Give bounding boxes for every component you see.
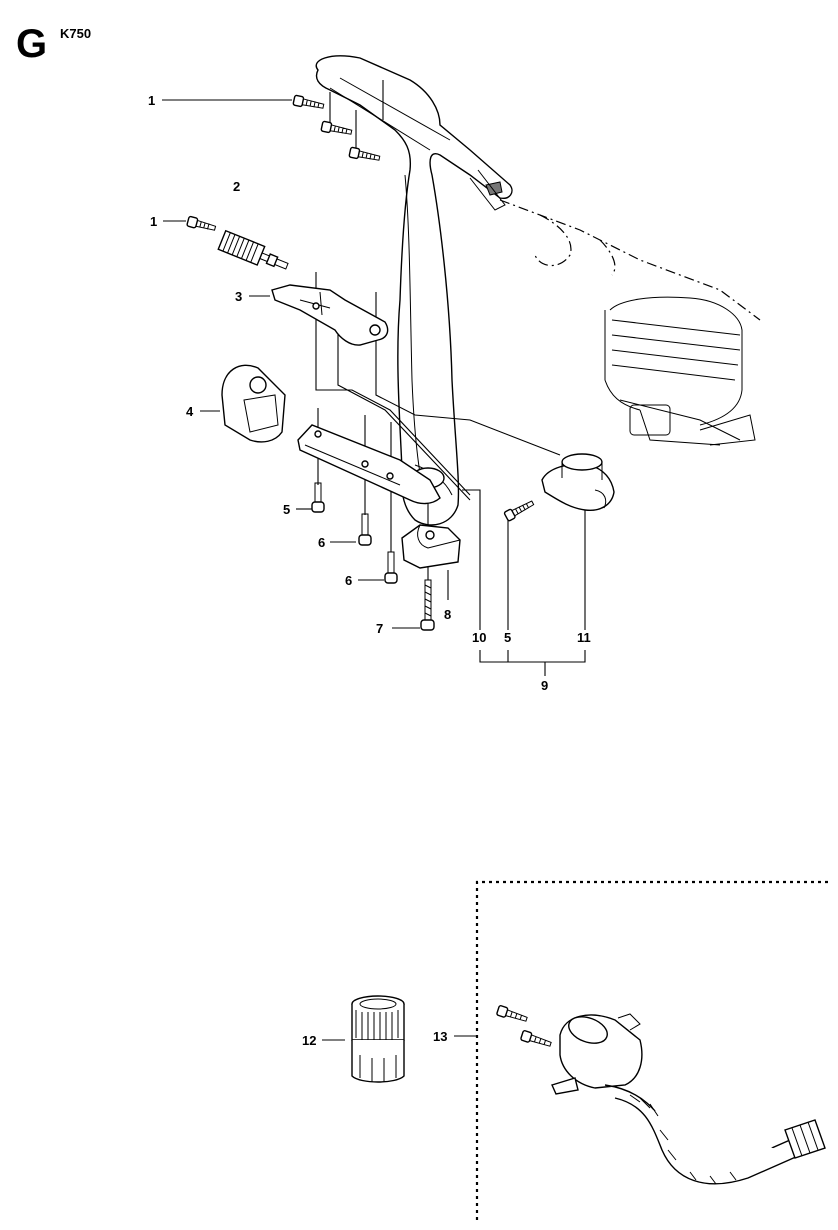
screw-icon [186, 94, 381, 231]
callout-5-right: 5 [504, 630, 511, 645]
callout-11: 11 [577, 630, 591, 645]
callout-5-left: 5 [283, 502, 290, 517]
lower-bracket-icon [297, 424, 441, 505]
rubber-damper-icon [401, 524, 461, 569]
callout-4: 4 [186, 404, 194, 419]
hose-coupling-icon [351, 995, 405, 1083]
screw-icon [311, 482, 435, 631]
section-letter: G [16, 22, 48, 66]
handle-sleeve-icon [503, 453, 615, 522]
callout-13: 13 [433, 1029, 447, 1044]
water-kit-inset-box [475, 880, 830, 1220]
callout-6-lower: 6 [345, 573, 352, 588]
callout-3: 3 [235, 289, 242, 304]
callout-8: 8 [444, 607, 451, 622]
model-number: K750 [60, 26, 92, 41]
callout-7: 7 [376, 621, 383, 636]
callout-1-spring: 1 [150, 214, 157, 229]
callout-2: 2 [233, 179, 240, 194]
spring-icon [217, 229, 289, 270]
callout-9: 9 [541, 678, 548, 693]
engine-outline [499, 199, 761, 446]
callout-12: 12 [302, 1033, 316, 1048]
water-hose-icon [496, 1005, 826, 1185]
callout-6-upper: 6 [318, 535, 325, 550]
callout-10: 10 [472, 630, 486, 645]
callout-1-top: 1 [148, 93, 155, 108]
upper-bracket-icon [271, 284, 389, 346]
leader-lines [162, 80, 586, 1041]
rubber-damper-icon [221, 364, 286, 443]
